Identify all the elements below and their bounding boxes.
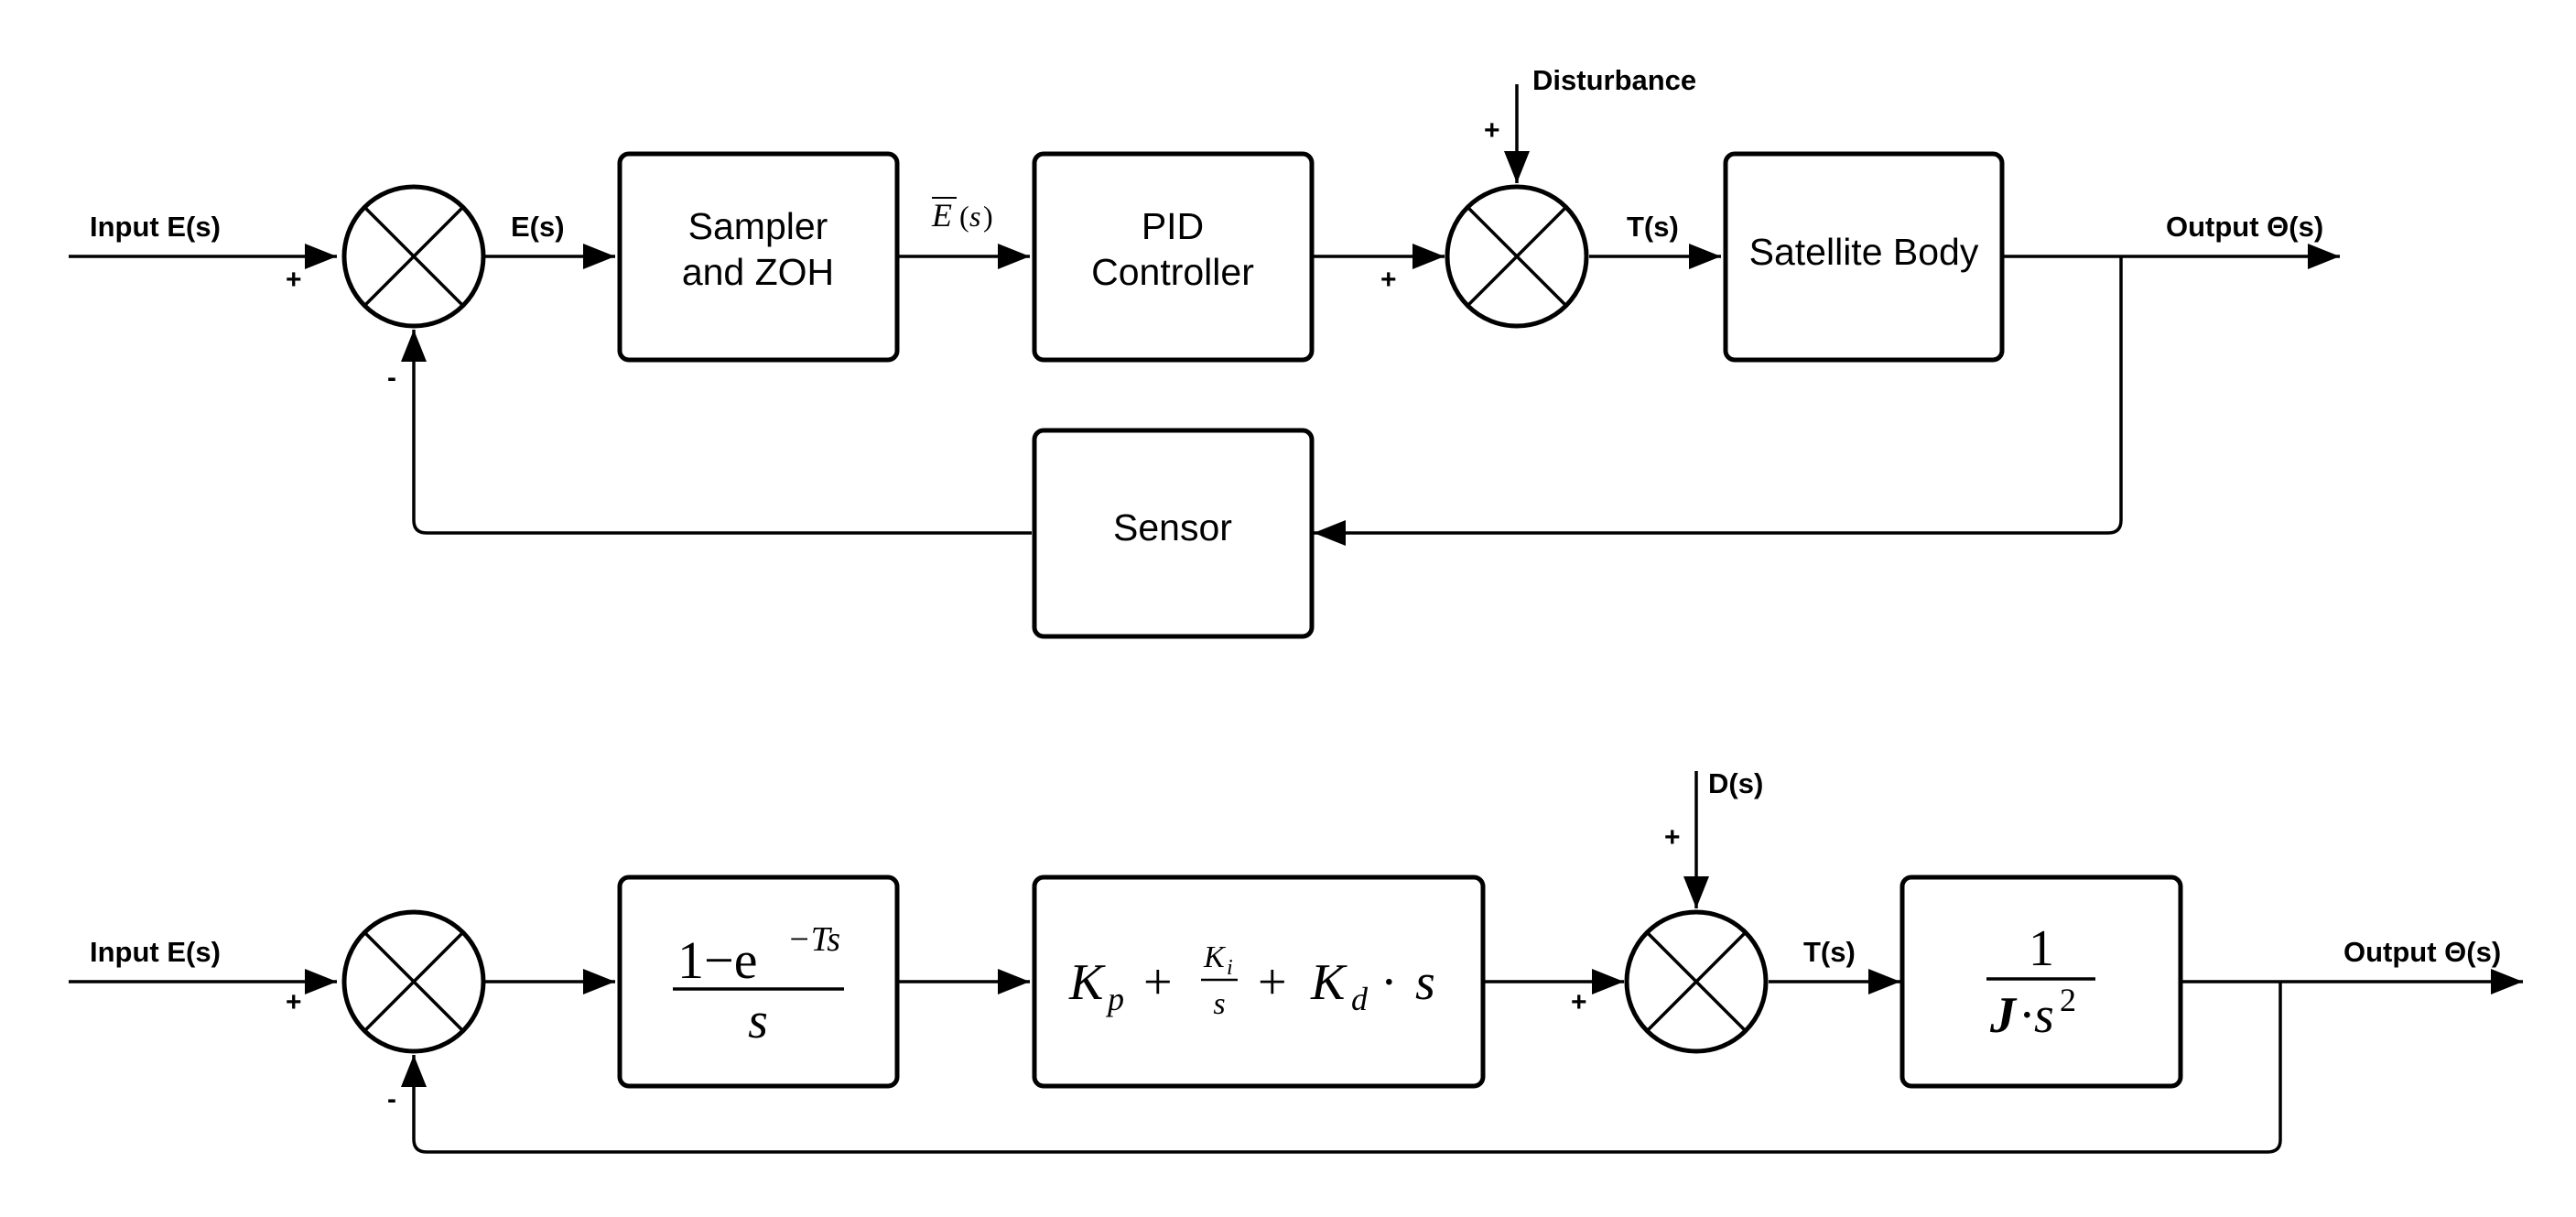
sampler-zoh-block: [617, 151, 900, 363]
top-input-label: Input E(s): [90, 211, 221, 243]
bottom-feedback-minus-sign: -: [387, 1084, 396, 1114]
top-feedback-to-sensor-wire: [1314, 256, 2123, 546]
svg-text:s: s: [1415, 954, 1435, 1011]
pid-transfer-function-block: [1032, 875, 1486, 1089]
bottom-disturbance-label: D(s): [1708, 767, 1763, 799]
svg-text:K: K: [1310, 954, 1348, 1011]
bottom-output-label: Output Θ(s): [2343, 936, 2501, 968]
bottom-feedback-wire: [401, 982, 2282, 1154]
svg-text:): ): [983, 200, 993, 233]
bottom-torque-label: T(s): [1803, 936, 1856, 968]
top-sampled-error-label: E ( s ): [931, 197, 993, 234]
svg-text:1−e: 1−e: [677, 930, 757, 990]
svg-text:+: +: [1258, 954, 1287, 1011]
zoh-transfer-function: 1−e −Ts s: [673, 920, 844, 1049]
svg-text:K: K: [1203, 940, 1227, 974]
svg-text:J: J: [1989, 987, 2018, 1044]
top-error-label: E(s): [511, 211, 565, 243]
svg-text:·: ·: [1380, 954, 1398, 1011]
top-diagram: Sampler and ZOH PID Controller Satellite…: [69, 64, 2340, 639]
satellite-body-block: [1723, 151, 2005, 363]
pid-label-line1: PID: [1142, 205, 1204, 247]
sensor-label: Sensor: [1113, 506, 1232, 549]
disturbance-label: Disturbance: [1532, 64, 1696, 96]
svg-text:·: ·: [2019, 987, 2036, 1044]
top-input-plus-sign: +: [286, 265, 302, 295]
bottom-input-label: Input E(s): [90, 936, 221, 968]
bottom-input-summing-junction: [341, 909, 486, 1054]
bottom-controller-plus-sign: +: [1571, 987, 1587, 1017]
svg-text:d: d: [1351, 981, 1369, 1017]
svg-text:s: s: [969, 200, 980, 233]
svg-text:E: E: [931, 197, 952, 234]
svg-text:(: (: [959, 200, 969, 233]
top-controller-plus-sign: +: [1380, 265, 1397, 295]
top-sensor-to-sum-wire: [401, 330, 1032, 535]
svg-text:1: 1: [2029, 920, 2054, 977]
svg-text:2: 2: [2060, 982, 2076, 1018]
bottom-disturbance-plus-sign: +: [1664, 822, 1681, 853]
top-disturbance-summing-junction: [1445, 184, 1589, 329]
top-output-label: Output Θ(s): [2166, 211, 2323, 243]
svg-text:p: p: [1105, 981, 1124, 1017]
sampler-label-line2: and ZOH: [682, 251, 834, 293]
svg-text:s: s: [748, 993, 768, 1049]
bottom-disturbance-summing-junction: [1624, 909, 1769, 1054]
sensor-block: [1032, 428, 1315, 639]
top-disturbance-plus-sign: +: [1484, 115, 1500, 146]
svg-text:s: s: [1213, 987, 1225, 1021]
svg-text:s: s: [2034, 987, 2054, 1044]
top-feedback-minus-sign: -: [387, 363, 396, 393]
top-input-summing-junction: [341, 184, 486, 329]
svg-text:+: +: [1143, 954, 1173, 1011]
pid-label-line2: Controller: [1091, 251, 1254, 293]
bottom-diagram: 1−e −Ts s K p + K i s + K d · s 1 J ·: [69, 767, 2523, 1154]
plant-transfer-function-block: [1900, 875, 2183, 1089]
zoh-transfer-function-block: [617, 875, 900, 1089]
pid-transfer-function: K p + K i s + K d · s: [1068, 940, 1435, 1021]
svg-text:−Ts: −Ts: [787, 920, 840, 959]
svg-text:i: i: [1227, 956, 1233, 980]
pid-controller-block: [1032, 151, 1315, 363]
top-torque-label: T(s): [1627, 211, 1679, 243]
svg-text:K: K: [1068, 954, 1106, 1011]
bottom-input-plus-sign: +: [286, 987, 302, 1017]
plant-label: Satellite Body: [1749, 231, 1979, 273]
sampler-label-line1: Sampler: [688, 205, 828, 247]
plant-transfer-function: 1 J · s 2: [1986, 920, 2095, 1044]
